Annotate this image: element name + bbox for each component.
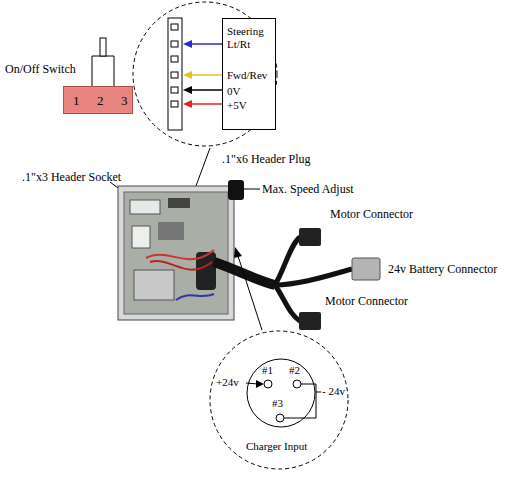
wire — [150, 261, 212, 270]
node-text: +5V — [227, 99, 247, 112]
wire — [146, 250, 214, 259]
motor-connector — [299, 228, 321, 246]
node-text: +24v — [216, 376, 239, 389]
pin-bracket — [284, 384, 316, 418]
node-text: Fwd/Rev — [227, 69, 267, 82]
node-text: 0V — [227, 85, 240, 98]
part-label: On/Off Switch — [5, 62, 76, 76]
arrow-head — [234, 247, 242, 258]
node-text: #1 — [262, 364, 273, 377]
component — [158, 222, 184, 240]
part-label: Motor Connector — [330, 207, 413, 221]
arrow-head — [256, 380, 264, 388]
header-pin — [171, 101, 178, 107]
header-pin — [171, 56, 178, 62]
socket-pin — [264, 380, 272, 388]
circuit-board — [124, 192, 228, 314]
node-text: 1 — [73, 94, 80, 107]
socket-pin — [293, 380, 301, 388]
cable — [275, 285, 300, 321]
node-text: #3 — [272, 397, 283, 410]
node-text: - 24v — [322, 385, 345, 398]
arrow-head — [183, 86, 192, 94]
signal-arrow — [190, 103, 222, 105]
arrow-head — [183, 100, 192, 108]
component — [132, 226, 150, 248]
part-label: Max. Speed Adjust — [262, 182, 354, 196]
component — [168, 198, 190, 208]
node-text: 2 — [97, 94, 104, 107]
wire — [176, 294, 214, 300]
motor-connector — [299, 312, 321, 330]
component — [130, 200, 160, 214]
header-pin — [171, 24, 178, 30]
battery-connector — [352, 258, 380, 280]
node-text: Charger Input — [246, 440, 307, 453]
switch-plunger — [100, 38, 106, 56]
pin-bracket — [316, 392, 321, 393]
header-pin — [171, 72, 178, 78]
part-label: .1"x3 Header Socket — [22, 170, 121, 184]
switch-body — [92, 56, 114, 86]
node-text: 3 — [121, 94, 128, 107]
leader-arrow — [238, 256, 262, 330]
component — [134, 270, 174, 300]
controller-board — [118, 186, 234, 320]
part-label: Motor Connector — [325, 294, 408, 308]
speed-knob — [228, 180, 244, 200]
node-text: Steering Lt/Rt — [227, 25, 275, 51]
header-pin — [171, 87, 178, 93]
arrow-head — [183, 40, 192, 48]
header-pin-strip — [168, 18, 182, 130]
cable — [214, 262, 275, 285]
socket-pin — [276, 414, 284, 422]
charger-input-circle: +24v #1 #2 - 24v #3Charger Input — [209, 330, 349, 470]
signal-arrow — [190, 74, 222, 76]
part-label: .1"x6 Header Plug — [222, 152, 311, 166]
cable — [275, 237, 300, 285]
header-pin — [171, 41, 178, 47]
arrow-head — [183, 71, 192, 79]
leader-line — [244, 189, 260, 190]
cable — [275, 269, 352, 285]
header-plug-box: Steering Lt/RtFwd/Rev 0V+5V — [222, 18, 276, 130]
signal-arrow — [190, 43, 222, 45]
node-text: #2 — [289, 364, 300, 377]
switch-header: 1 2 3 — [63, 86, 133, 114]
magnifier-circle — [133, 2, 277, 146]
part-label: 24v Battery Connector — [388, 262, 497, 276]
signal-arrow — [190, 89, 222, 91]
charger-socket — [247, 359, 315, 427]
circle-outline — [210, 331, 348, 469]
